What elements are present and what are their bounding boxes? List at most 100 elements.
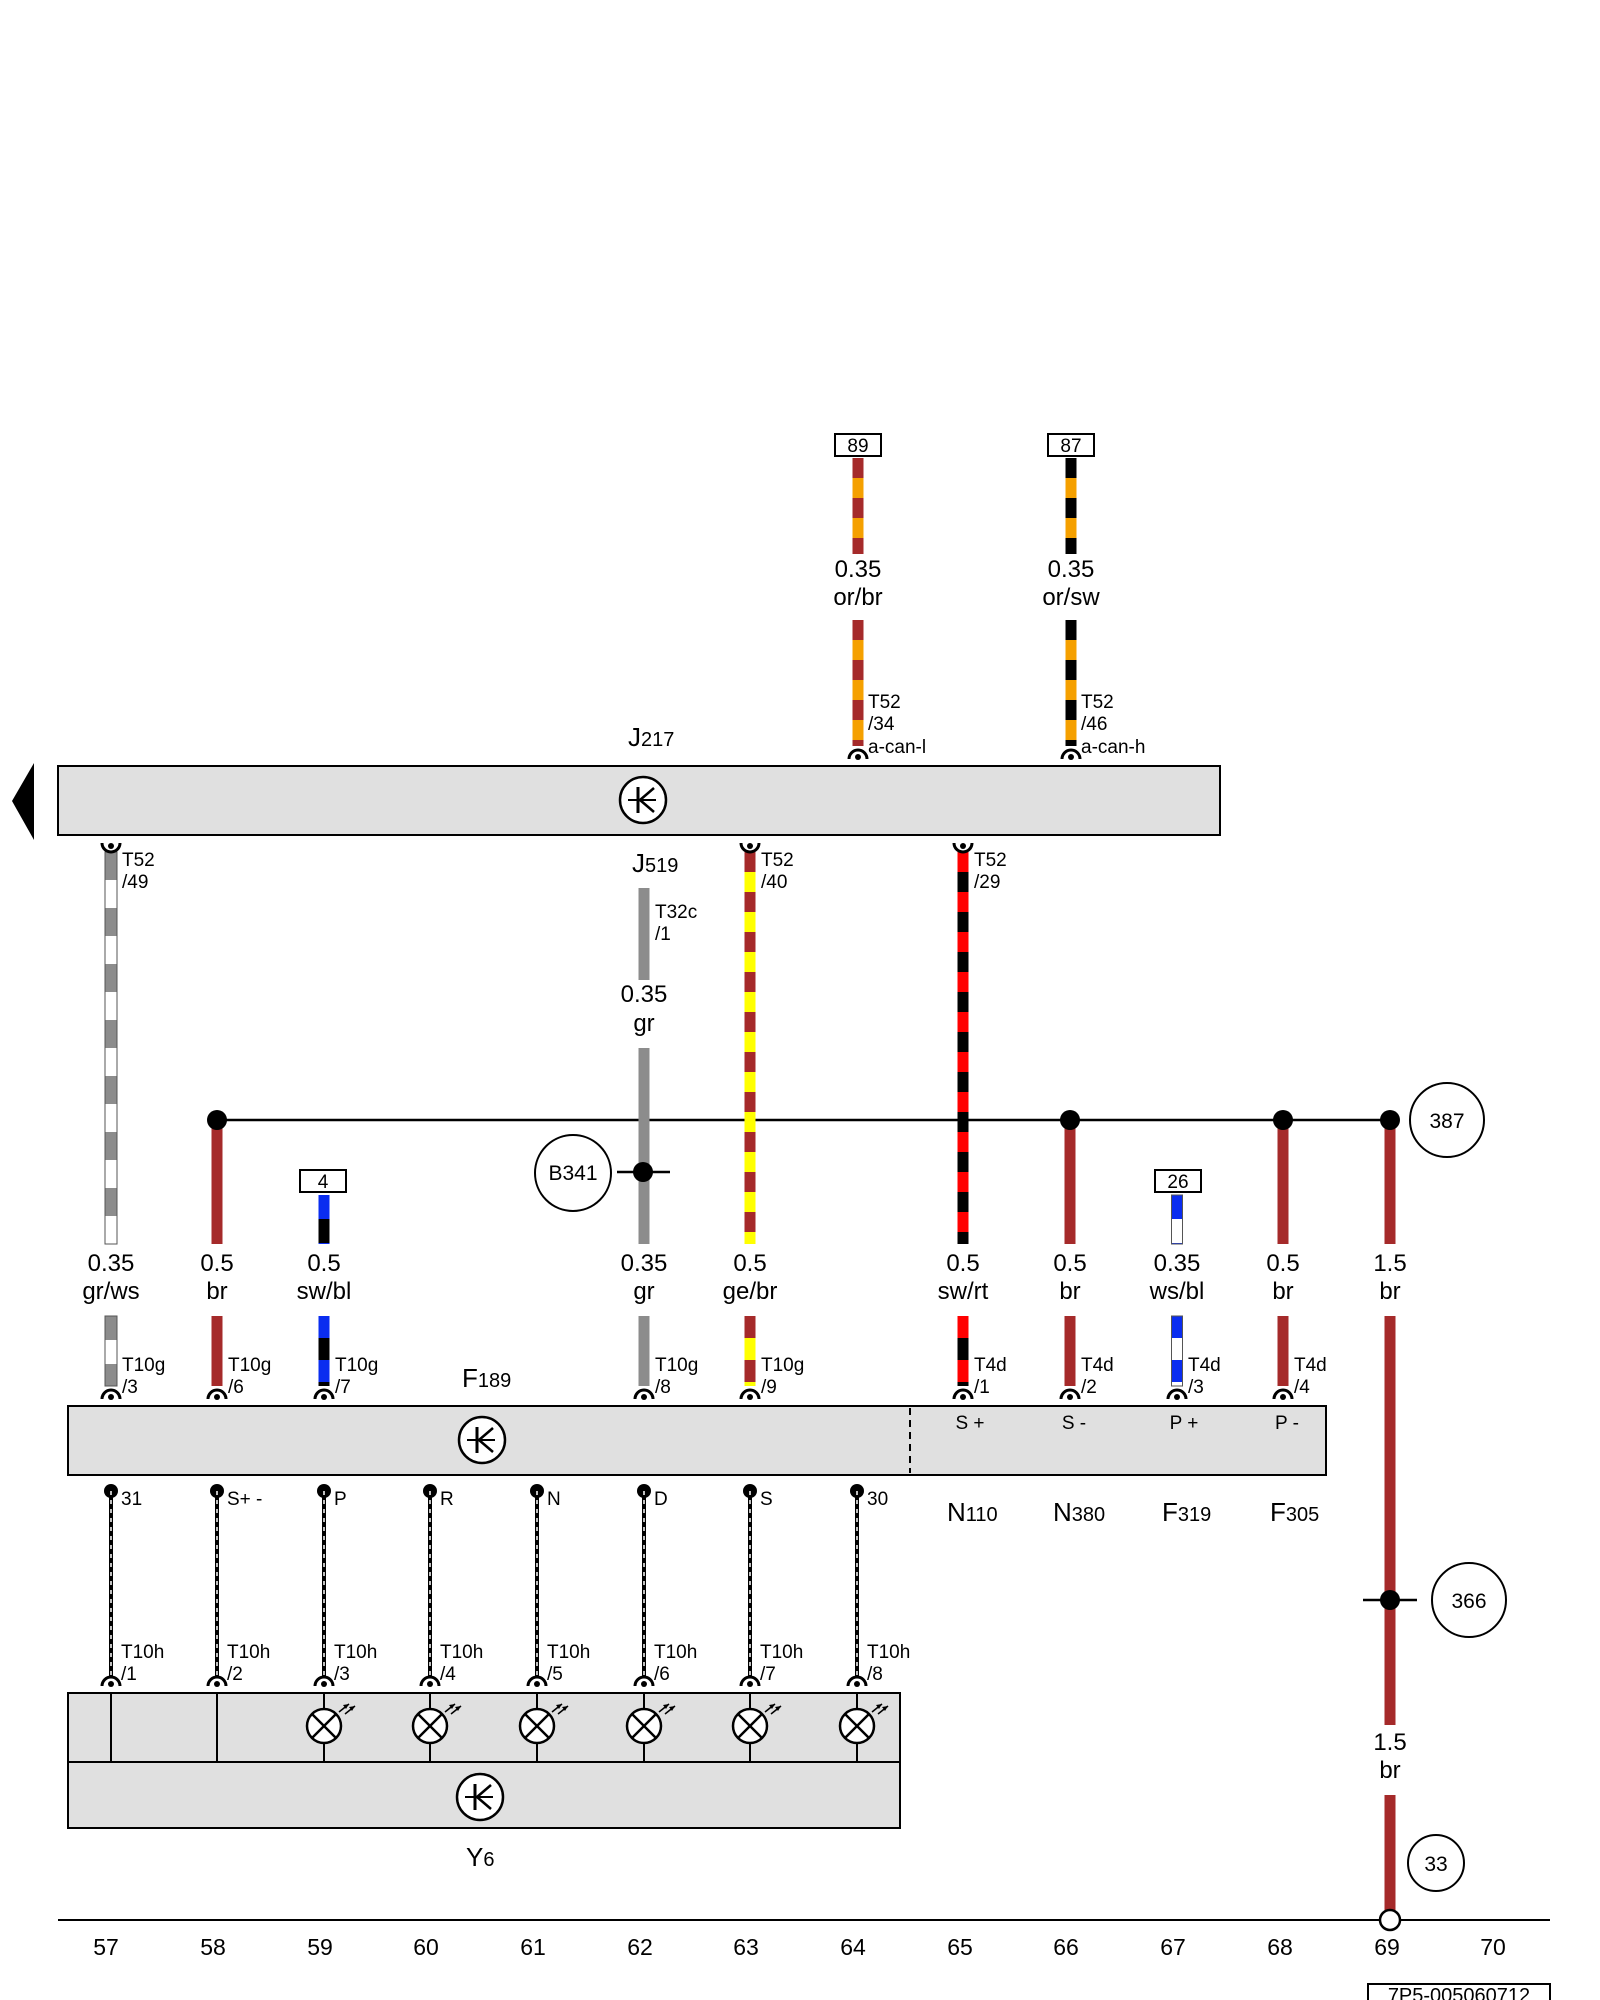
ref-box-87[interactable]: 87 [1047,433,1095,457]
output-label: S [760,1489,773,1510]
svg-text:0.35: 0.35 [835,556,882,583]
conn-label-t52-29: T52 /29 [974,850,1007,893]
wire-57-lower [104,1315,118,1387]
y6-conn-label: T10h [440,1642,483,1663]
conn-arc-y6-top-4-dot [534,1681,540,1687]
output-label: P [334,1489,347,1510]
svg-text:sw/rt: sw/rt [938,1278,989,1305]
ref-circle-387[interactable]: 387 [1409,1082,1485,1158]
lamp-ray-head-a [343,1704,349,1709]
conn-arc-f189-top-3-curve [633,1388,655,1400]
f189-output-7: S T10h/7 [731,1484,803,1762]
ref-circle-366[interactable]: 366 [1431,1562,1507,1638]
conn-arc-f189-top-8-dot [1280,1394,1286,1400]
conn-arc-f189-top-0-curve [100,1388,122,1400]
lamp-cross-b [844,1713,870,1739]
svg-text:br: br [206,1278,227,1305]
conn-arc-y6-top-5-dot [641,1681,647,1687]
svg-text:87: 87 [1060,436,1081,457]
lamp-cross-b [631,1713,657,1739]
lamp-ray-head-b [882,1706,888,1711]
y6-conn-label: T10h [121,1642,164,1663]
svg-text:T10g: T10g [228,1355,271,1376]
conn-arc-f189-top-2-dot [321,1394,327,1400]
svg-text:7P5-005060712: 7P5-005060712 [1388,1985,1530,2000]
conn-arc-y6-top-0-dot [108,1681,114,1687]
ref-box-26[interactable]: 26 [1154,1169,1202,1193]
svg-text:ws/bl: ws/bl [1149,1278,1205,1305]
svg-text:a-can-l: a-can-l [868,737,926,758]
wire-spec-65: 0.5 sw/rt [938,1250,989,1305]
ground-terminal-69[interactable] [1378,1908,1402,1932]
conn-arc-f189-top-5-dot [960,1394,966,1400]
svg-text:T32c: T32c [655,902,697,923]
conn-label-t10g-8: T10g /8 [655,1355,698,1398]
ref-box-4[interactable]: 4 [299,1169,347,1193]
lamp-ray-head-a [663,1704,669,1709]
conn-arc-y6-top-7 [846,1675,868,1687]
wire-spec-67: 0.35 ws/bl [1149,1250,1205,1305]
svg-text:/3: /3 [1188,1377,1204,1398]
conn-label-t4d-2: T4d /2 [1081,1355,1114,1398]
lamp-cross-b [737,1713,763,1739]
indicator-lamp-icon [411,1703,462,1745]
y6-lamp-row[interactable] [67,1692,901,1763]
svg-text:0.35: 0.35 [1048,556,1095,583]
svg-text:or/sw: or/sw [1042,584,1100,611]
conn-arc-j217-bottom-1 [739,842,761,854]
f189-label: F189 [462,1363,511,1393]
svg-text:0.5: 0.5 [1053,1250,1086,1277]
svg-text:/46: /46 [1081,714,1107,735]
conn-arc-f189-top-7 [1166,1388,1188,1400]
svg-text:/49: /49 [122,872,148,893]
svg-text:sw/bl: sw/bl [297,1278,352,1305]
svg-text:T52: T52 [1081,692,1114,713]
conn-arc-y6-top-5 [633,1675,655,1687]
f189-output-4: R T10h/4 [411,1484,483,1762]
f189-pin-s-plus: S + [955,1413,984,1434]
n110-label: N110 [947,1497,998,1527]
ref-circle-33[interactable]: 33 [1407,1834,1465,1892]
conn-arc-f189-top-6-curve [1059,1388,1081,1400]
svg-text:br: br [1379,1278,1400,1305]
j519-label: J519 [632,848,678,878]
conn-arc-j217-46-dot [1068,754,1074,760]
conn-arc-y6-top-4 [526,1675,548,1687]
conn-arc-y6-top-1-dot [214,1681,220,1687]
svg-text:89: 89 [847,436,868,457]
conn-arc-y6-top-3-curve [419,1675,441,1687]
ref-circle-b341[interactable]: B341 [534,1134,612,1212]
y6-conn-label: T10h [760,1642,803,1663]
conn-arc-y6-top-6 [739,1675,761,1687]
conn-arc-f189-top-4-dot [747,1394,753,1400]
svg-text:B341: B341 [548,1162,597,1185]
conn-arc-f189-top-4-curve [739,1388,761,1400]
conn-arc-y6-top-3 [419,1675,441,1687]
junction-dot-58 [207,1110,227,1130]
conn-arc-j217-bottom-1-curve [739,842,761,854]
svg-text:T52: T52 [761,850,794,871]
svg-text:br: br [1379,1757,1400,1784]
ref-box-89[interactable]: 89 [834,433,882,457]
output-label: D [654,1489,668,1510]
lamp-cross-b [311,1713,337,1739]
conn-arc-j217-34-curve [847,748,869,760]
wire-spec-62-upper: 0.35 gr [621,981,668,1037]
svg-text:ge/br: ge/br [723,1278,778,1305]
conn-label-t52-49: T52 /49 [122,850,155,893]
f189-letter: F [462,1363,478,1393]
j217-label: J217 [628,722,674,752]
wire-57-upper [104,851,118,1245]
f189-box[interactable] [67,1405,1327,1476]
y6-pin-label: /4 [440,1664,456,1685]
y6-pin-label: /7 [760,1664,776,1685]
lamp-ray-head-b [562,1706,568,1711]
grid-number-63: 63 [733,1934,759,1960]
page-continuation-arrow[interactable] [12,763,34,840]
svg-text:0.35: 0.35 [1154,1250,1201,1277]
conn-arc-y6-top-6-dot [747,1681,753,1687]
output-label: R [440,1489,454,1510]
lamp-ray-head-b [455,1706,461,1711]
